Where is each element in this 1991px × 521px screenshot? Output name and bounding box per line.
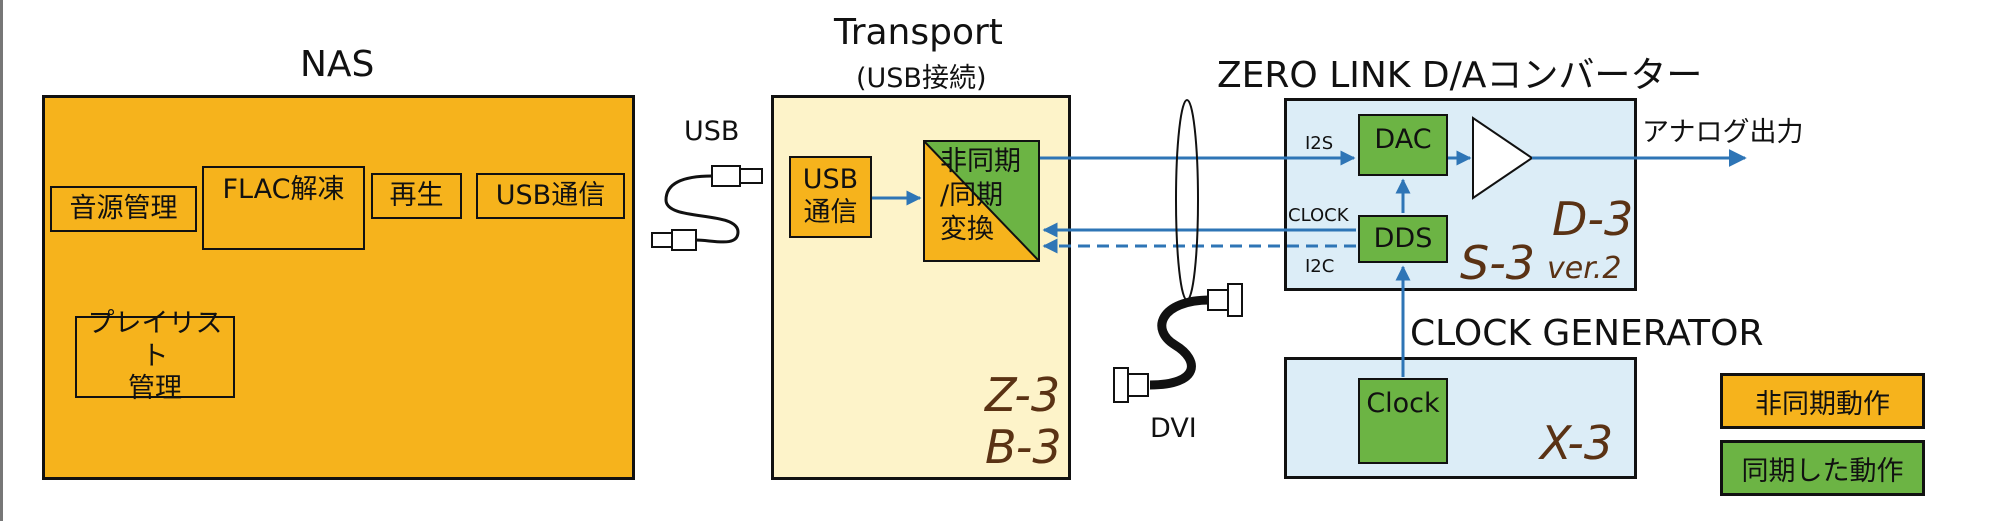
analog-output-label: アナログ出力 — [1642, 117, 1804, 148]
transport-model-b3: B-3 — [985, 420, 1062, 474]
async-sync-converter-bg — [923, 140, 1040, 262]
clock-block: Clock — [1358, 378, 1448, 464]
legend-sync: 同期した動作 — [1720, 440, 1925, 496]
dac-block: DAC — [1358, 114, 1448, 176]
left-border-line — [0, 0, 3, 521]
transport-usb-comm-block: USB 通信 — [789, 156, 872, 238]
i2s-label: I2S — [1305, 133, 1334, 154]
dds-block: DDS — [1358, 215, 1448, 263]
usb-cable-icon — [651, 165, 763, 251]
nas-block-source-management: 音源管理 — [50, 186, 197, 232]
nas-panel — [42, 95, 635, 480]
dac-model-s3-version: ver.2 — [1547, 251, 1622, 286]
nas-block-playback: 再生 — [371, 173, 462, 219]
legend-async: 非同期動作 — [1720, 373, 1925, 429]
async-sync-converter-label: 非同期 /同期 変換 — [940, 146, 1021, 245]
transport-subtitle: (USB接続) — [856, 63, 987, 94]
cable-bundle-ellipse — [1175, 99, 1199, 301]
dvi-label: DVI — [1150, 413, 1197, 444]
clock-generator-panel — [1284, 357, 1637, 479]
dac-model-s3: S-3 — [1460, 236, 1536, 290]
nas-block-flac-decode: FLAC解凍 — [202, 166, 365, 250]
nas-title: NAS — [300, 44, 375, 85]
transport-model-z3: Z-3 — [985, 368, 1061, 422]
clock-generator-model-x3: X-3 — [1540, 416, 1614, 470]
dvi-cable-icon — [1113, 283, 1243, 403]
dac-model-d3: D-3 — [1552, 192, 1634, 246]
usb-label: USB — [684, 116, 740, 147]
nas-block-usb-comm: USB通信 — [476, 173, 625, 219]
dac-title: ZERO LINK D/Aコンバーター — [1217, 55, 1703, 96]
dac-panel — [1284, 98, 1637, 291]
amplifier-triangle — [1472, 116, 1534, 200]
transport-title: Transport — [834, 12, 1003, 53]
clock-generator-title: CLOCK GENERATOR — [1410, 313, 1764, 354]
clock-signal-label: CLOCK — [1288, 205, 1349, 226]
i2c-label: I2C — [1305, 256, 1335, 277]
